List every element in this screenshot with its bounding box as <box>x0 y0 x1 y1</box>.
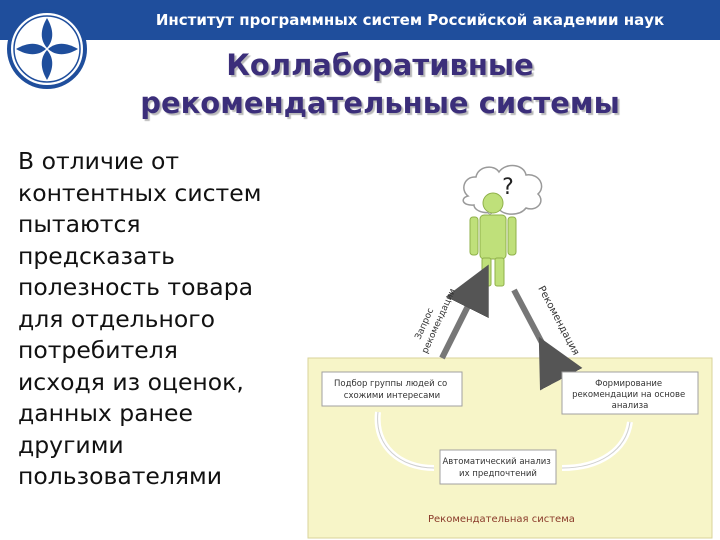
box-forming-recommendation <box>561 371 699 415</box>
box-auto-analysis-line-2: их предпочтений <box>459 469 537 479</box>
title-line-1: Коллаборативные <box>226 48 534 82</box>
body-line: пользователями <box>18 462 223 490</box>
institute-name: Институт программных систем Российской а… <box>155 11 665 29</box>
recommendation-arrow <box>511 288 583 391</box>
header-bar <box>0 0 720 40</box>
body-line: предсказать <box>18 241 175 270</box>
box-similar-group-line-2: схожими интересами <box>344 391 440 401</box>
box-similar-group-line-1: Подбор группы людей со <box>334 379 447 389</box>
body-line: исходя из оценок, <box>18 367 244 396</box>
ipsran-logo-icon <box>7 9 87 89</box>
body-line: контентных систем <box>18 178 262 207</box>
body-line: пытаются <box>18 210 141 238</box>
box-forming-line-1: Формирование <box>595 379 662 389</box>
body-line: другими <box>18 430 124 459</box>
body-line: В отличие от <box>18 147 180 175</box>
body-line: потребителя <box>18 336 178 364</box>
question-mark: ? <box>502 175 514 200</box>
request-arrow <box>439 264 489 360</box>
system-label: Рекомендательная система <box>428 514 575 525</box>
box-auto-analysis-line-1: Автоматический анализ <box>442 457 551 467</box>
slide-title: Коллаборативные рекомендательные системы <box>100 46 660 122</box>
box-auto-analysis <box>439 449 557 485</box>
box-auto-analysis-text: Автоматический анализ их предпочтений <box>442 457 553 479</box>
box-forming-recommendation-text: Формирование рекомендации на основе анал… <box>572 379 688 411</box>
body-line: для отдельного <box>18 304 215 333</box>
box-forming-line-2: рекомендации на основе <box>572 390 685 400</box>
title-line-2: рекомендательные системы <box>140 86 620 120</box>
box-similar-group-text: Подбор группы людей со схожими интересам… <box>334 379 450 401</box>
body-line: полезность товара <box>18 273 254 301</box>
body-line: данных ранее <box>18 399 193 427</box>
recommender-diagram: ? Запрос рекомендации Рекомендация Подбо… <box>307 164 713 539</box>
body-text: В отличие от контентных систем пытаются … <box>18 146 328 493</box>
box-forming-line-3: анализа <box>612 401 649 411</box>
person-icon <box>469 192 517 287</box>
box-similar-group <box>321 371 463 407</box>
